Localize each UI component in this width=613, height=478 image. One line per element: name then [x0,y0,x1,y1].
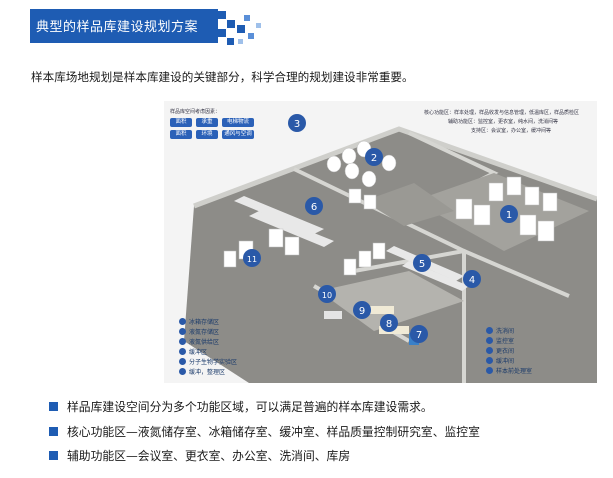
zone-badge-2: 2 [365,148,383,166]
legend-item: 分子生物学实验区 [179,357,237,366]
legend-item: 缓冲间 [486,356,514,365]
section-title: 典型的样品库建设规划方案 [36,20,199,35]
factor-tag: 承重 [196,118,218,127]
zone-badge-4: 4 [463,270,481,288]
lab-floorplan-illustration: 1 2 3 4 5 6 7 8 [164,101,597,383]
legend-dot-icon [179,328,186,335]
aux-area-note: 辅助功能区：监控室，更衣室，纯水间，洗消间等 [448,119,559,125]
legend-dot-icon [486,337,493,344]
svg-text:11: 11 [247,255,257,264]
zone-badge-7: 7 [410,325,428,343]
legend-dot-icon [486,347,493,354]
bullet-square-icon [49,427,58,436]
factor-tag: 面积 [170,118,192,127]
support-area-note: 支持区：会议室，办公室，缓冲间等 [471,128,552,134]
legend-item: 监控室 [486,336,514,345]
bullet-item: 样品库建设空间分为多个功能区域，可以满足普遍的样本库建设需求。 [49,398,433,415]
legend-item: 缓冲，整理区 [179,367,225,376]
zone-badge-8: 8 [380,314,398,332]
svg-text:4: 4 [469,275,475,286]
legend-dot-icon [179,358,186,365]
zone-badge-6: 6 [305,197,323,215]
legend-dot-icon [486,367,493,374]
legend-dot-icon [179,338,186,345]
zone-badge-11: 11 [243,249,261,267]
svg-text:10: 10 [322,291,332,300]
svg-text:6: 6 [311,202,317,213]
legend-dot-icon [179,318,186,325]
svg-text:5: 5 [419,259,425,270]
svg-text:9: 9 [359,306,365,317]
bullet-item: 核心功能区—液氮储存室、冰箱储存室、缓冲室、样品质量控制研究室、监控室 [49,423,480,440]
legend-item: 液氮存储区 [179,327,219,336]
svg-text:3: 3 [294,119,300,130]
zone-badge-10: 10 [318,285,336,303]
legend-dot-icon [179,368,186,375]
svg-text:7: 7 [416,330,422,341]
factor-tag: 通风与空调 [222,130,254,139]
zone-badge-9: 9 [353,301,371,319]
svg-text:2: 2 [371,153,377,164]
factor-tag: 电梯物流 [222,118,254,127]
zone-badge-3: 3 [288,114,306,132]
legend-item: 样本前处理室 [486,366,532,375]
legend-dot-icon [486,357,493,364]
legend-item: 冰箱存储区 [179,317,219,326]
intro-text: 样本库场地规划是样本库建设的关键部分，科学合理的规划建设非常重要。 [31,70,414,84]
legend-dot-icon [486,327,493,334]
legend-item: 缓冲区 [179,347,207,356]
zone-badge-5: 5 [413,254,431,272]
legend-item: 更衣间 [486,346,514,355]
legend-dot-icon [179,348,186,355]
svg-text:8: 8 [386,319,392,330]
core-area-note: 核心功能区：样本处理，样品收发与信息管理，低温库区，样品质检区 [424,110,580,116]
legend-item: 洗消间 [486,326,514,335]
zone-badges: 1 2 3 4 5 6 7 8 [243,114,518,343]
zone-badge-1: 1 [500,205,518,223]
pixel-decoration-icon [218,9,266,47]
bullet-square-icon [49,402,58,411]
factor-tag: 环境 [196,130,218,139]
factors-title: 样品库空间考虑因素： [170,109,221,115]
floorplan-graphic [164,101,597,383]
legend-item: 液氮供给区 [179,337,219,346]
svg-text:1: 1 [506,210,512,221]
bullet-item: 辅助功能区—会议室、更衣室、办公室、洗消间、库房 [49,447,350,464]
bullet-square-icon [49,451,58,460]
factor-tag: 面积 [170,130,192,139]
